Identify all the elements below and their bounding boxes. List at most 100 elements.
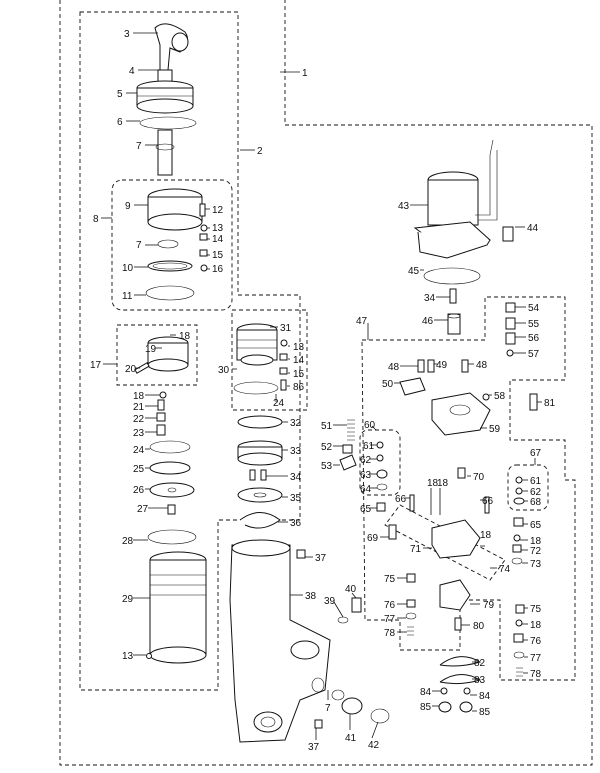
callout-64: 64 xyxy=(360,484,372,495)
callout-48b: 48 xyxy=(476,360,488,371)
callout-79: 79 xyxy=(483,600,495,611)
callout-8: 8 xyxy=(93,214,99,225)
callout-83: 83 xyxy=(474,675,486,686)
callout-7b: 7 xyxy=(136,240,142,251)
callout-24a: 24 xyxy=(133,445,145,456)
callout-77b: 77 xyxy=(530,653,542,664)
callout-75b: 75 xyxy=(530,604,542,615)
callout-43: 43 xyxy=(398,201,410,212)
callout-15b: 15 xyxy=(293,369,305,380)
callout-46: 46 xyxy=(422,316,434,327)
callout-63: 63 xyxy=(360,470,372,481)
callout-84b: 84 xyxy=(479,691,491,702)
callout-26: 26 xyxy=(133,485,145,496)
callout-34b: 34 xyxy=(424,293,436,304)
callout-45: 45 xyxy=(408,266,420,277)
callout-27: 27 xyxy=(137,504,149,515)
callout-24b: 24 xyxy=(273,398,285,409)
callout-30: 30 xyxy=(218,365,230,376)
callout-78a: 78 xyxy=(384,628,396,639)
callout-2: 2 xyxy=(257,146,263,157)
callout-52: 52 xyxy=(321,442,333,453)
callout-62b: 62 xyxy=(530,487,542,498)
callout-74: 74 xyxy=(499,564,511,575)
callout-7c: 7 xyxy=(325,703,331,714)
callout-76b: 76 xyxy=(530,636,542,647)
callout-17: 17 xyxy=(90,360,102,371)
callout-65a: 65 xyxy=(360,504,372,515)
callout-14b: 14 xyxy=(293,355,305,366)
callout-25: 25 xyxy=(133,464,145,475)
callout-44: 44 xyxy=(527,223,539,234)
callout-labels: 3 1 4 5 6 7 2 8 9 12 13 14 7 15 10 16 11… xyxy=(90,29,556,753)
callout-6: 6 xyxy=(117,117,123,128)
callout-49: 49 xyxy=(436,360,448,371)
callout-48a: 48 xyxy=(388,362,400,373)
callout-66b: 66 xyxy=(482,496,494,507)
callout-66a: 66 xyxy=(395,494,407,505)
callout-86: 86 xyxy=(293,382,305,393)
callout-33: 33 xyxy=(290,446,302,457)
callout-81: 81 xyxy=(544,398,556,409)
callout-4: 4 xyxy=(129,66,135,77)
callout-9: 9 xyxy=(125,201,131,212)
callout-56: 56 xyxy=(528,333,540,344)
callout-13c: 13 xyxy=(122,651,134,662)
callout-58: 58 xyxy=(494,391,506,402)
callout-57: 57 xyxy=(528,349,540,360)
callout-50: 50 xyxy=(382,379,394,390)
callout-35: 35 xyxy=(290,493,302,504)
callout-70: 70 xyxy=(473,472,485,483)
callout-59: 59 xyxy=(489,424,501,435)
callout-53: 53 xyxy=(321,461,333,472)
callout-15a: 15 xyxy=(212,250,224,261)
callout-42: 42 xyxy=(368,740,380,751)
leader-lines xyxy=(101,32,542,740)
callout-7a: 7 xyxy=(136,141,142,152)
callout-51: 51 xyxy=(321,421,333,432)
callout-85a: 85 xyxy=(420,702,432,713)
callout-18f: 18 xyxy=(530,536,542,547)
callout-18g: 18 xyxy=(530,620,542,631)
callout-82: 82 xyxy=(474,658,486,669)
callout-55: 55 xyxy=(528,319,540,330)
callout-38: 38 xyxy=(305,591,317,602)
callout-71: 71 xyxy=(410,544,422,555)
callout-16: 16 xyxy=(212,264,224,275)
callout-84a: 84 xyxy=(420,687,432,698)
pump-motor-parts xyxy=(339,139,538,713)
callout-67: 67 xyxy=(530,448,542,459)
cylinder-parts xyxy=(134,23,208,664)
callout-61b: 61 xyxy=(530,476,542,487)
callout-18d: 18 xyxy=(437,478,449,489)
callout-73: 73 xyxy=(530,559,542,570)
callout-13a: 13 xyxy=(212,223,224,234)
callout-11: 11 xyxy=(122,291,133,302)
callout-31: 31 xyxy=(280,323,292,334)
callout-85b: 85 xyxy=(479,707,491,718)
callout-13b: 13 xyxy=(293,342,305,353)
callout-61a: 61 xyxy=(363,441,375,452)
callout-18e: 18 xyxy=(480,530,492,541)
callout-21: 21 xyxy=(133,402,145,413)
callout-68: 68 xyxy=(530,497,542,508)
callout-62a: 62 xyxy=(360,455,372,466)
callout-77a: 77 xyxy=(384,614,396,625)
callout-37b: 37 xyxy=(308,742,320,753)
callout-1: 1 xyxy=(302,68,308,79)
callout-29: 29 xyxy=(122,594,134,605)
callout-22: 22 xyxy=(133,414,145,425)
housing-parts xyxy=(229,323,390,743)
callout-5: 5 xyxy=(117,89,123,100)
callout-20: 20 xyxy=(125,364,137,375)
callout-37a: 37 xyxy=(315,553,327,564)
callout-36: 36 xyxy=(290,518,302,529)
callout-28: 28 xyxy=(122,536,134,547)
callout-41: 41 xyxy=(345,733,357,744)
callout-10: 10 xyxy=(122,263,134,274)
callout-80: 80 xyxy=(473,621,485,632)
callout-18c: 18 xyxy=(427,478,439,489)
callout-75a: 75 xyxy=(384,574,396,585)
callout-18a: 18 xyxy=(179,331,191,342)
